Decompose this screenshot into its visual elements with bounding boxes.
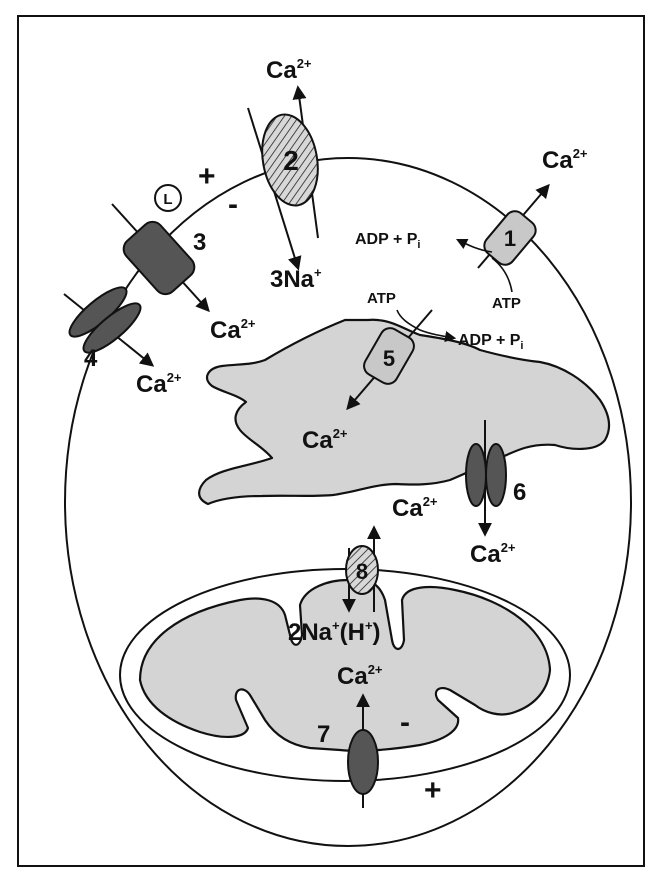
membrane-minus-sign: -	[228, 188, 238, 221]
ligand-label: L	[163, 191, 172, 208]
protein-2-number: 2	[283, 145, 299, 176]
protein-4-number: 4	[84, 345, 98, 372]
protein-7-number: 7	[317, 721, 330, 748]
membrane-plus-sign: +	[198, 160, 216, 193]
ca-label-1: Ca2+	[542, 146, 588, 174]
protein-1-number: 1	[504, 226, 516, 251]
atp-label-5: ATP	[367, 290, 396, 307]
protein-3-number: 3	[193, 229, 206, 256]
protein-5-number: 5	[383, 346, 395, 371]
protein-6-number: 6	[513, 479, 526, 506]
ca-label-2: Ca2+	[266, 56, 312, 84]
protein-8-number: 8	[356, 559, 368, 584]
atp-label-1: ATP	[492, 295, 521, 312]
mito-plus-sign: +	[424, 774, 442, 807]
mito-minus-sign: -	[400, 706, 410, 739]
